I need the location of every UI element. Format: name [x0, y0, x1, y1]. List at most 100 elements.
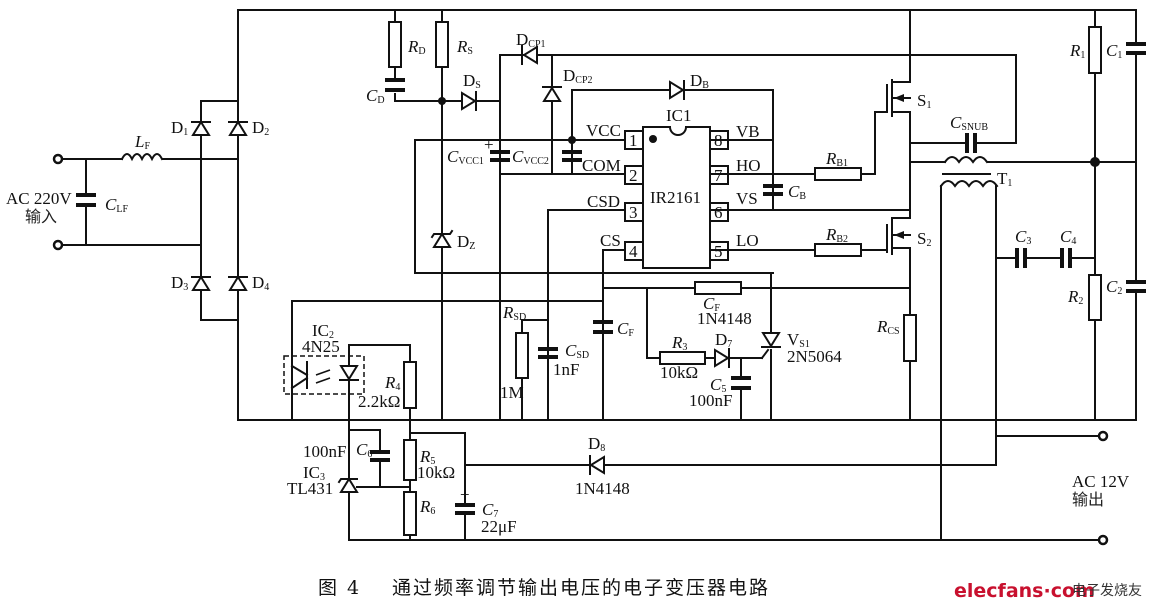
ic1-pin4-num: 4: [629, 242, 638, 261]
capacitor-c6: [370, 450, 390, 462]
label-c5: C5: [710, 375, 726, 395]
resistor-rcs: [903, 314, 917, 362]
ic1-pin2-name: COM: [582, 156, 621, 175]
label-t1: T1: [997, 169, 1012, 189]
diode-d4: [228, 275, 248, 291]
ic1-pin4-name: CS: [600, 231, 621, 250]
diode-d7: [714, 348, 730, 368]
watermark-brand: elecfans·com: [954, 580, 1095, 602]
diode-d8: [589, 455, 605, 475]
label-db: DB: [690, 71, 709, 91]
input-voltage: AC 220V: [6, 189, 72, 208]
label-ic3: IC3: [303, 463, 325, 483]
label-r6: R6: [419, 497, 435, 517]
label-d8-value: 1N4148: [575, 479, 630, 498]
input-label-cn: 输入: [25, 207, 57, 226]
resistor-r6: [403, 491, 417, 536]
ic1-pin6-name: VS: [736, 189, 758, 208]
label-r1: R1: [1069, 41, 1085, 61]
label-ds: DS: [463, 71, 481, 91]
ic1-part: IR2161: [650, 188, 701, 207]
resistor-r2: [1088, 274, 1102, 321]
label-c4: C4: [1060, 227, 1076, 247]
mosfet-s2: [886, 217, 911, 255]
capacitor-c4: [1060, 248, 1072, 268]
capacitor-c3: [1015, 248, 1027, 268]
resistor-rd: [388, 21, 402, 68]
component-labels: LF CLF D1 D2 D3 D4 RD RS CD DS DCP1 DCP2…: [105, 30, 1122, 536]
label-d8: D8: [588, 434, 605, 454]
label-cd: CD: [366, 86, 385, 106]
capacitor-clf: [76, 193, 96, 207]
watermark: elecfans·com 电子发烧友: [954, 580, 1142, 602]
ic1-pin5-name: LO: [736, 231, 759, 250]
label-csnub: CSNUB: [950, 113, 988, 133]
label-c5-value: 100nF: [689, 391, 732, 410]
ic1-labels: IC1 IR2161 1 2 3 4 5 6 7 8 VCC COM CSD C…: [582, 106, 761, 261]
ic1-pin8-name: VB: [736, 122, 760, 141]
label-cf2: CF: [703, 294, 720, 314]
resistor-rs: [435, 21, 449, 68]
ic1-pin5-num: 5: [714, 242, 723, 261]
inductor-lf: [120, 153, 164, 162]
label-r4-value: 2.2kΩ: [358, 392, 400, 411]
label-rsd: RSD: [502, 303, 526, 323]
label-ic3-value: TL431: [287, 479, 333, 498]
label-c7: C7: [482, 500, 498, 520]
ic1-pin-boxes: [624, 130, 729, 261]
label-dz: DZ: [457, 232, 475, 252]
resistor-r4: [403, 361, 417, 409]
junction-dots: [438, 97, 1100, 167]
caption-title: 通过频率调节输出电压的电子变压器电路: [392, 577, 770, 599]
resistors: [388, 21, 1102, 536]
input-label: AC 220V 输入: [6, 189, 72, 226]
label-r5: R5: [419, 447, 435, 467]
label-d2: D2: [252, 118, 269, 138]
label-r2: R2: [1067, 287, 1083, 307]
watermark-cn: 电子发烧友: [1072, 583, 1142, 599]
label-d1: D1: [171, 118, 188, 138]
label-dcp2: DCP2: [563, 66, 593, 86]
ic1-pin7-num: 7: [714, 166, 723, 185]
thyristor-vs1: [761, 332, 781, 348]
ic1-pin8-num: 8: [714, 131, 723, 150]
capacitor-cf: [593, 320, 613, 334]
resistor-rsd: [515, 332, 529, 379]
label-cf2-value: 1N4148: [697, 309, 752, 328]
wires: [57, 9, 1137, 541]
label-rcs: RCS: [876, 317, 900, 337]
diode-d3: [191, 275, 211, 291]
label-cf: CF: [617, 319, 634, 339]
output-voltage: AC 12V: [1072, 472, 1130, 491]
label-csd-value: 1nF: [553, 360, 579, 379]
label-cvcc2: CVCC2: [512, 147, 549, 167]
transformer-t1: [939, 156, 999, 188]
label-lf: LF: [134, 132, 150, 152]
ic1-pin3-name: CSD: [587, 192, 620, 211]
diode-dcp2: [542, 86, 562, 102]
mosfet-s1: [886, 79, 911, 117]
label-r4: R4: [384, 373, 400, 393]
ic1-pin2-num: 2: [629, 166, 638, 185]
capacitor-c2: [1126, 280, 1146, 293]
label-vs1: VS1: [787, 330, 810, 350]
diode-dcp1: [521, 45, 538, 65]
resistor-rb2: [814, 243, 862, 257]
label-ic2-value: 4N25: [302, 337, 340, 356]
diodes: [191, 45, 781, 493]
label-dcp1: DCP1: [516, 30, 546, 50]
figure-caption: 图 4 通过频率调节输出电压的电子变压器电路: [318, 577, 770, 599]
label-rsd-value: 1M: [500, 383, 524, 402]
label-cvcc1: CVCC1: [447, 147, 484, 167]
optocoupler-ic2: [283, 344, 365, 395]
label-csd: CSD: [565, 341, 589, 361]
diode-dz: [430, 229, 454, 248]
label-d4: D4: [252, 273, 269, 293]
resistor-r3: [659, 351, 706, 365]
diode-ds: [461, 91, 477, 111]
ic1-ir2161: [624, 126, 729, 269]
label-c7-value: 22μF: [481, 517, 517, 536]
label-s1: S1: [917, 91, 931, 111]
resistor-rb1: [814, 167, 862, 181]
